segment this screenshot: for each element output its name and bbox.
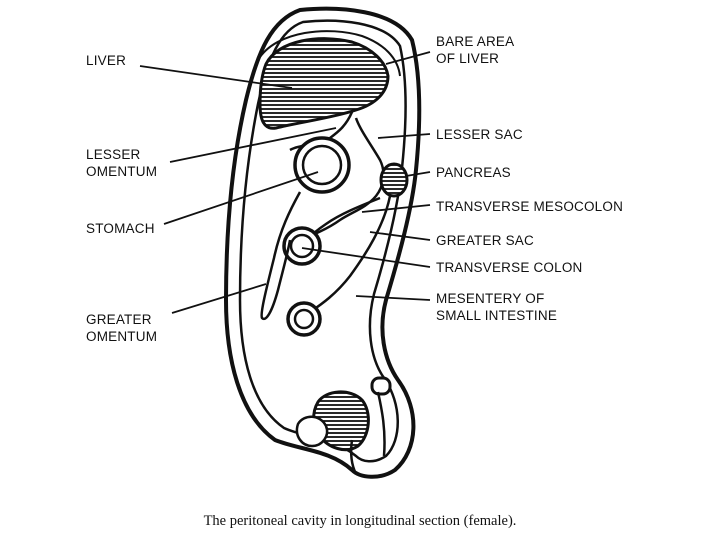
label-lesser-sac: LESSER SAC [436, 127, 523, 142]
rectum-shape [370, 376, 392, 396]
transverse-colon-inner [289, 233, 315, 259]
lesser-sac-wall [299, 117, 385, 242]
small-intestine-inner [293, 308, 315, 330]
bladder-shape [295, 415, 329, 448]
leader-transverse-colon [301, 247, 431, 268]
mesentery-line [309, 195, 392, 314]
leader-greater-sac [369, 231, 431, 241]
label-lesser-omentum-2: OMENTUM [86, 164, 157, 179]
body-wall-inner [238, 19, 407, 463]
leader-mesentery [355, 295, 431, 301]
pancreas-shape [379, 162, 409, 198]
leader-greater-omentum [171, 283, 267, 314]
vagina-wall [349, 439, 358, 475]
label-mesentery-2: SMALL INTESTINE [436, 308, 557, 323]
label-lesser-omentum-1: LESSER [86, 147, 141, 162]
leader-pancreas [405, 171, 431, 177]
leader-lesser-omentum [169, 127, 337, 163]
label-transverse-colon: TRANSVERSE COLON [436, 260, 582, 275]
label-bare-area-1: BARE AREA [436, 34, 514, 49]
rectum-wall [376, 391, 386, 457]
label-stomach: STOMACH [86, 221, 155, 236]
liver-peritoneum [257, 30, 401, 77]
leader-transverse-mesocolon [361, 204, 431, 213]
label-liver: LIVER [86, 53, 126, 68]
stomach-inner [301, 144, 343, 186]
label-transverse-mesocolon: TRANSVERSE MESOCOLON [436, 199, 623, 214]
liver-shape [258, 37, 390, 130]
leader-bare-area [385, 51, 431, 65]
greater-omentum-line [260, 191, 302, 321]
leader-liver [139, 65, 293, 89]
label-greater-omentum-1: GREATER [86, 312, 152, 327]
label-mesentery-1: MESENTERY OF [436, 291, 544, 306]
figure-caption: The peritoneal cavity in longitudinal se… [204, 513, 517, 529]
label-greater-sac: GREATER SAC [436, 233, 534, 248]
leader-stomach [163, 171, 319, 225]
label-bare-area-2: OF LIVER [436, 51, 499, 66]
body-wall-outer [223, 6, 422, 479]
label-pancreas: PANCREAS [436, 165, 511, 180]
leader-lesser-sac [377, 133, 431, 139]
leader-lines [139, 51, 431, 314]
label-greater-omentum-2: OMENTUM [86, 329, 157, 344]
